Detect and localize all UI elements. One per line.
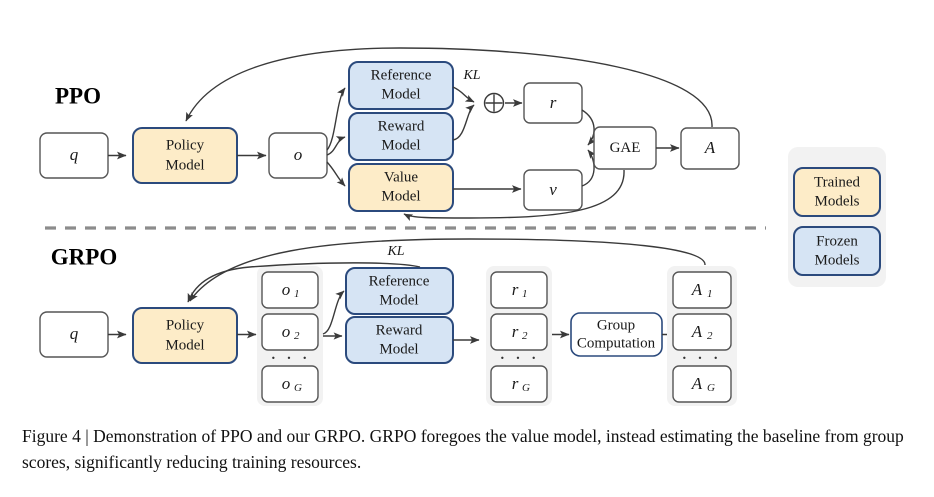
grpo-o2-sub: 2 bbox=[294, 330, 300, 342]
grpo-o2-label: o bbox=[282, 322, 291, 341]
edge-r-to-gae bbox=[581, 109, 597, 146]
legend-trained-line1: Trained bbox=[814, 174, 861, 190]
legend-trained-line2: Models bbox=[815, 193, 860, 209]
edge-grpo-outputs-to-reference bbox=[322, 290, 345, 335]
ppo-node-policy-model: Policy Model bbox=[132, 127, 238, 184]
ppo-value-line1: Value bbox=[384, 169, 418, 185]
grpo-reward-line2: Model bbox=[379, 341, 418, 357]
edge-v-to-gae bbox=[581, 149, 597, 187]
grpo-groupcomp-line1: Group bbox=[597, 317, 635, 333]
ppo-node-v: v bbox=[523, 169, 583, 211]
ppo-node-gae: GAE bbox=[593, 126, 657, 170]
grpo-node-r2: r 2 bbox=[490, 313, 548, 351]
grpo-title: GRPO bbox=[51, 244, 117, 269]
ppo-reward-line1: Reward bbox=[378, 118, 425, 134]
grpo-o1-sub: 1 bbox=[294, 288, 300, 300]
grpo-AG-sub: G bbox=[707, 382, 715, 394]
ppo-reward-line2: Model bbox=[381, 137, 420, 153]
edge-o-to-value bbox=[326, 161, 346, 187]
legend-item-trained: Trained Models bbox=[793, 167, 881, 217]
grpo-AG-label: A bbox=[691, 374, 703, 393]
grpo-kl-label: KL bbox=[386, 244, 404, 259]
ppo-node-r: r bbox=[523, 82, 583, 124]
caption-line-2: estimating the baseline from group score… bbox=[22, 426, 904, 472]
ppo-node-q: q bbox=[39, 132, 109, 179]
grpo-r2-sub: 2 bbox=[522, 330, 528, 342]
grpo-node-q: q bbox=[39, 311, 109, 358]
figure-caption: Figure 4 | Demonstration of PPO and our … bbox=[22, 424, 916, 476]
ppo-o-label: o bbox=[294, 145, 303, 164]
grpo-reward-line1: Reward bbox=[376, 322, 423, 338]
grpo-node-r1: r 1 bbox=[490, 271, 548, 309]
grpo-section: GRPO q Policy Model o 1 bbox=[39, 238, 737, 406]
grpo-r1-label: r bbox=[512, 280, 519, 299]
grpo-A1-label: A bbox=[691, 280, 703, 299]
grpo-node-rG: r G bbox=[490, 365, 548, 403]
ppo-node-value-model: Value Model bbox=[348, 163, 454, 212]
grpo-A1-sub: 1 bbox=[707, 288, 713, 300]
ppo-reference-line1: Reference bbox=[371, 67, 432, 83]
ppo-node-plus-operator bbox=[483, 92, 505, 114]
ppo-q-label: q bbox=[70, 145, 79, 164]
grpo-node-AG: A G bbox=[672, 365, 732, 403]
ppo-node-reference-model: Reference Model bbox=[348, 61, 454, 110]
ppo-v-label: v bbox=[549, 180, 557, 199]
grpo-rG-sub: G bbox=[522, 382, 530, 394]
edge-reference-to-plus bbox=[452, 86, 475, 103]
ppo-title: PPO bbox=[55, 83, 101, 108]
grpo-node-A1: A 1 bbox=[672, 271, 732, 309]
grpo-node-policy-model: Policy Model bbox=[132, 307, 238, 364]
grpo-node-reward-model: Reward Model bbox=[345, 316, 454, 364]
grpo-reference-line2: Model bbox=[379, 292, 418, 308]
ppo-value-line2: Model bbox=[381, 188, 420, 204]
grpo-groupcomp-line2: Computation bbox=[577, 335, 656, 351]
grpo-node-group-computation: Group Computation bbox=[570, 312, 663, 357]
edge-grpo-reference-to-policy-kl bbox=[187, 262, 421, 303]
grpo-A2-label: A bbox=[691, 322, 703, 341]
grpo-oG-label: o bbox=[282, 374, 291, 393]
grpo-node-o2: o 2 bbox=[261, 313, 319, 351]
grpo-policy-line2: Model bbox=[165, 337, 204, 353]
grpo-policy-line1: Policy bbox=[166, 317, 205, 333]
ppo-node-o: o bbox=[268, 132, 328, 179]
grpo-node-A2: A 2 bbox=[672, 313, 732, 351]
grpo-r1-sub: 1 bbox=[522, 288, 528, 300]
ppo-a-label: A bbox=[704, 138, 716, 157]
grpo-r2-label: r bbox=[512, 322, 519, 341]
ppo-grpo-diagram: PPO q Policy Model o bbox=[39, 47, 886, 406]
grpo-oG-sub: G bbox=[294, 382, 302, 394]
legend-frozen-line1: Frozen bbox=[816, 233, 858, 249]
ppo-section: PPO q Policy Model o bbox=[39, 47, 740, 222]
grpo-node-reference-model: Reference Model bbox=[345, 267, 454, 315]
ppo-r-label: r bbox=[550, 93, 557, 112]
edge-o-to-reference bbox=[326, 87, 346, 151]
grpo-outputs-ellipsis: · · · bbox=[270, 348, 310, 370]
ppo-policy-line1: Policy bbox=[166, 137, 205, 153]
grpo-q-label: q bbox=[70, 324, 79, 343]
legend-frozen-line2: Models bbox=[815, 252, 860, 268]
grpo-advantages-ellipsis: · · · bbox=[681, 348, 721, 370]
ppo-node-a: A bbox=[680, 127, 740, 170]
ppo-node-reward-model: Reward Model bbox=[348, 112, 454, 161]
ppo-policy-line2: Model bbox=[165, 157, 204, 173]
edge-gae-to-value-feedback bbox=[403, 169, 625, 222]
caption-line-1: Figure 4 | Demonstration of PPO and our … bbox=[22, 426, 656, 446]
grpo-o1-label: o bbox=[282, 280, 291, 299]
edge-o-to-reward bbox=[326, 136, 346, 156]
edge-a-to-policy-feedback bbox=[185, 47, 713, 128]
ppo-gae-label: GAE bbox=[610, 140, 641, 156]
grpo-rewards-ellipsis: · · · bbox=[499, 348, 539, 370]
grpo-node-o1: o 1 bbox=[261, 271, 319, 309]
grpo-A2-sub: 2 bbox=[707, 330, 713, 342]
grpo-node-oG: o G bbox=[261, 365, 319, 403]
legend-item-frozen: Frozen Models bbox=[793, 226, 881, 276]
edge-grpo-advantages-to-policy-feedback bbox=[189, 238, 706, 302]
grpo-rG-label: r bbox=[512, 374, 519, 393]
edge-reward-to-plus bbox=[452, 104, 475, 141]
ppo-reference-line2: Model bbox=[381, 86, 420, 102]
ppo-kl-label: KL bbox=[462, 68, 480, 83]
legend: Trained Models Frozen Models bbox=[788, 147, 886, 287]
grpo-reference-line1: Reference bbox=[369, 273, 430, 289]
